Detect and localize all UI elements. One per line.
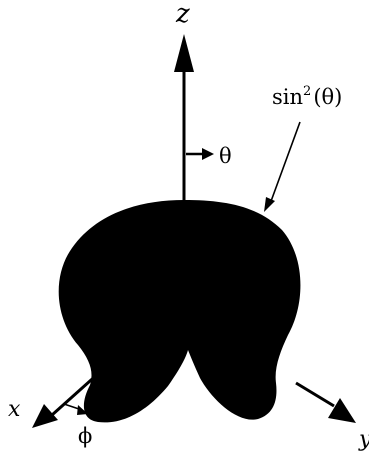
theta-label: θ [219, 144, 232, 168]
x-axis-arrowhead [32, 404, 58, 428]
y-axis-arrowhead [328, 398, 356, 423]
x-axis-label: x [8, 397, 21, 422]
pattern-label-argument: (θ) [313, 85, 342, 109]
pattern-pointer-arrowhead [264, 197, 275, 212]
z-axis-label: z [175, 0, 190, 29]
phi-label: ϕ [78, 424, 92, 448]
pattern-label: sin2(θ) [272, 84, 342, 109]
x-axis-line [50, 370, 102, 417]
pattern-label-exponent: 2 [303, 84, 311, 99]
pattern-pointer-line [269, 121, 301, 205]
y-axis-line [295, 381, 335, 408]
theta-arrowhead [202, 148, 214, 160]
z-axis-arrowhead [174, 34, 194, 72]
phi-arrowhead [77, 405, 88, 415]
radiation-pattern-body [58, 200, 301, 423]
pattern-label-function: sin [272, 85, 303, 109]
y-axis-label: y [358, 427, 369, 452]
